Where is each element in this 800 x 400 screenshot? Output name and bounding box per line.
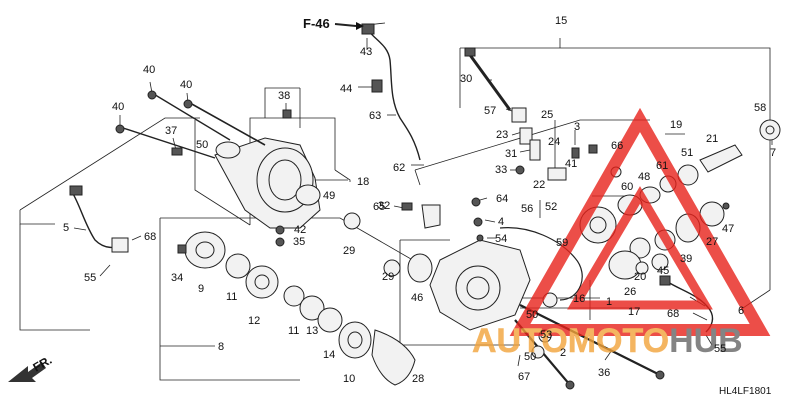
callout-label: 50 [526, 309, 538, 321]
page-reference: F-46 [303, 16, 364, 31]
callout-label: 7 [770, 147, 776, 159]
callout-label: 36 [598, 367, 610, 379]
callout-label: 26 [624, 286, 636, 298]
callout-label: 43 [360, 46, 372, 58]
callout-label: 65 [373, 201, 385, 213]
callout-label: 38 [278, 90, 290, 102]
callout-label: 1 [606, 296, 612, 308]
callout-label: 51 [681, 147, 693, 159]
callout-label: 40 [143, 64, 155, 76]
callout-label: 54 [495, 233, 507, 245]
watermark-logo: AUTOMOTOHUB [472, 107, 771, 360]
callout-label: 15 [555, 15, 567, 27]
callout-label: 56 [521, 203, 533, 215]
callout-label: 50 [196, 139, 208, 151]
callout-label: 17 [628, 306, 640, 318]
callout-label: 40 [112, 101, 124, 113]
callout-label: 67 [518, 371, 530, 383]
callout-label: 60 [621, 181, 633, 193]
callout-label: 14 [323, 349, 335, 361]
callout-label: 29 [343, 245, 355, 257]
callout-label: 55 [714, 343, 726, 355]
callout-label: 16 [573, 293, 585, 305]
callout-label: 25 [541, 109, 553, 121]
callout-label: 52 [545, 201, 557, 213]
callout-label: 10 [343, 373, 355, 385]
callout-label: 55 [84, 272, 96, 284]
watermark-triangle-outer [509, 107, 771, 336]
parts [69, 23, 781, 390]
callout-label: 49 [323, 190, 335, 202]
callout-label: 57 [484, 105, 496, 117]
watermark-text: AUTOMOTOHUB [472, 322, 743, 360]
diagram-code: HL4LF1801 [719, 386, 772, 397]
callout-label: 3 [574, 121, 580, 133]
callout-label: 31 [505, 148, 517, 160]
callout-label: 32 [378, 200, 390, 212]
callout-label: 28 [412, 373, 424, 385]
callout-label: 61 [656, 160, 668, 172]
callout-label: 68 [144, 231, 156, 243]
watermark-word-1: AUTOMOTO [472, 322, 669, 360]
callout-label: 4 [498, 216, 504, 228]
callout-label: 37 [165, 125, 177, 137]
callout-label: 21 [706, 133, 718, 145]
callout-label: 33 [495, 164, 507, 176]
callout-label: 20 [634, 271, 646, 283]
front-arrow-icon [8, 362, 46, 382]
callout-label: 29 [382, 271, 394, 283]
front-arrow: FR. [8, 353, 54, 382]
callout-label: 30 [460, 73, 472, 85]
callout-label: 13 [306, 325, 318, 337]
callout-label: 8 [218, 341, 224, 353]
callout-label: 40 [180, 79, 192, 91]
callout-label: 62 [393, 162, 405, 174]
callout-label: 23 [496, 129, 508, 141]
callout-label: 64 [496, 193, 508, 205]
callout-label: 35 [293, 236, 305, 248]
callout-label: 46 [411, 292, 423, 304]
watermark-word-2: HUB [669, 322, 743, 360]
page-reference-label: F-46 [303, 16, 330, 31]
callout-label: 42 [294, 224, 306, 236]
callout-label: 39 [680, 253, 692, 265]
callout-label: 24 [548, 136, 560, 148]
callout-label: 44 [340, 83, 352, 95]
callout-label: 50 [524, 351, 536, 363]
callout-label: 5 [63, 222, 69, 234]
callout-label: 66 [611, 140, 623, 152]
callout-label: 34 [171, 272, 183, 284]
callout-label: 27 [706, 236, 718, 248]
callout-label: 59 [556, 237, 568, 249]
callout-label: 19 [670, 119, 682, 131]
callout-label: 2 [560, 347, 566, 359]
callout-label: 22 [533, 179, 545, 191]
callout-label: 6 [738, 305, 744, 317]
callout-label: 68 [667, 308, 679, 320]
callout-label: 53 [540, 329, 552, 341]
callout-label: 18 [357, 176, 369, 188]
callout-label: 58 [754, 102, 766, 114]
callout-label: 11 [226, 291, 237, 303]
callout-label: 41 [565, 158, 577, 170]
callout-label: 11 [288, 325, 299, 337]
watermark-triangle-inner [567, 186, 713, 310]
callout-label: 45 [657, 265, 669, 277]
callout-label: 12 [248, 315, 260, 327]
callouts: 1 2 3 4 5 6 7 8 9 10 11 11 12 13 14 15 1… [63, 15, 776, 385]
callout-label: 48 [638, 171, 650, 183]
callout-label: 9 [198, 283, 204, 295]
callout-label: 47 [722, 223, 734, 235]
callout-label: 63 [369, 110, 381, 122]
frame-lines [19, 38, 771, 381]
